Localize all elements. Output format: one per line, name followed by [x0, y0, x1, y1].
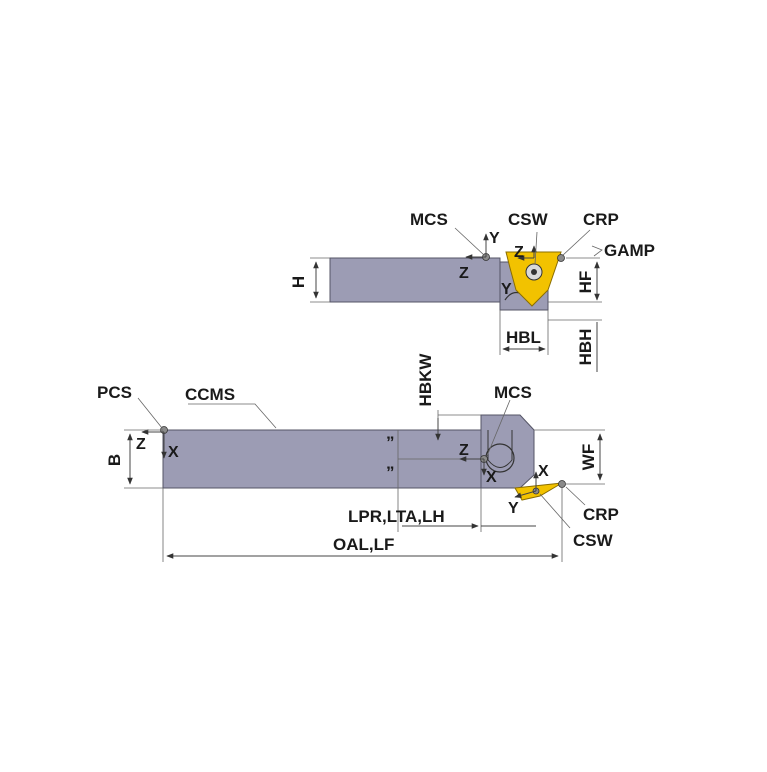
side-clamp-recess	[487, 430, 513, 468]
side-mcs-leader	[486, 399, 511, 457]
side-view: ” ” Z X Z X X Y PCS CCMS MCS CRP CSW	[97, 353, 619, 562]
top-crp-leader	[561, 229, 591, 257]
side-oal-label: OAL,LF	[333, 535, 394, 554]
top-hf-label: HF	[576, 271, 595, 294]
side-head	[480, 414, 535, 489]
side-ccms-leader	[188, 403, 277, 429]
side-quote-mark-2: ”	[386, 463, 395, 482]
top-csw-leader	[534, 231, 538, 265]
side-pcs-leader	[137, 397, 163, 429]
top-csw-label: CSW	[508, 210, 549, 229]
side-crp-leader	[565, 486, 586, 506]
side-mcs-label: MCS	[494, 383, 532, 402]
top-mcs-y-axis: Y	[489, 230, 500, 247]
side-csw-label: CSW	[573, 531, 614, 550]
side-ccms-label: CCMS	[185, 385, 235, 404]
side-b-label: B	[105, 454, 124, 466]
top-view: Y Z Z Y MCS CSW CRP GAMP H HF HBH H	[289, 210, 655, 372]
side-crp-point	[558, 480, 566, 488]
top-gamp-arc	[591, 245, 603, 257]
top-insert-y-axis: Y	[501, 281, 512, 298]
side-csw-leader	[539, 493, 571, 529]
top-mcs-leader	[454, 227, 485, 256]
top-insert-screw-center	[531, 269, 537, 275]
side-crp-label: CRP	[583, 505, 619, 524]
side-csw-x-axis: X	[538, 463, 549, 480]
side-mcs-z-axis: Z	[459, 442, 469, 459]
top-crp-label: CRP	[583, 210, 619, 229]
top-mcs-z-axis: Z	[459, 265, 469, 282]
top-shank-body	[329, 257, 509, 303]
top-mcs-label: MCS	[410, 210, 448, 229]
top-gamp-label: GAMP	[604, 241, 655, 260]
side-csw-y-axis: Y	[508, 500, 519, 517]
side-mcs-x-axis: X	[486, 469, 497, 486]
side-pcs-z-axis: Z	[136, 436, 146, 453]
side-csw-y-arrow	[514, 490, 537, 498]
top-crp-point	[557, 254, 565, 262]
side-pcs-x-axis: X	[168, 444, 179, 461]
side-pcs-label: PCS	[97, 383, 132, 402]
side-quote-mark-1: ”	[386, 433, 395, 452]
top-hbh-label: HBH	[576, 329, 595, 366]
top-insert-z-axis: Z	[514, 244, 524, 261]
top-h-label: H	[289, 276, 308, 288]
side-lpr-label: LPR,LTA,LH	[348, 507, 445, 526]
side-wf-label: WF	[579, 444, 598, 470]
side-hbkw-label: HBKW	[416, 353, 435, 407]
top-hbl-label: HBL	[506, 328, 541, 347]
